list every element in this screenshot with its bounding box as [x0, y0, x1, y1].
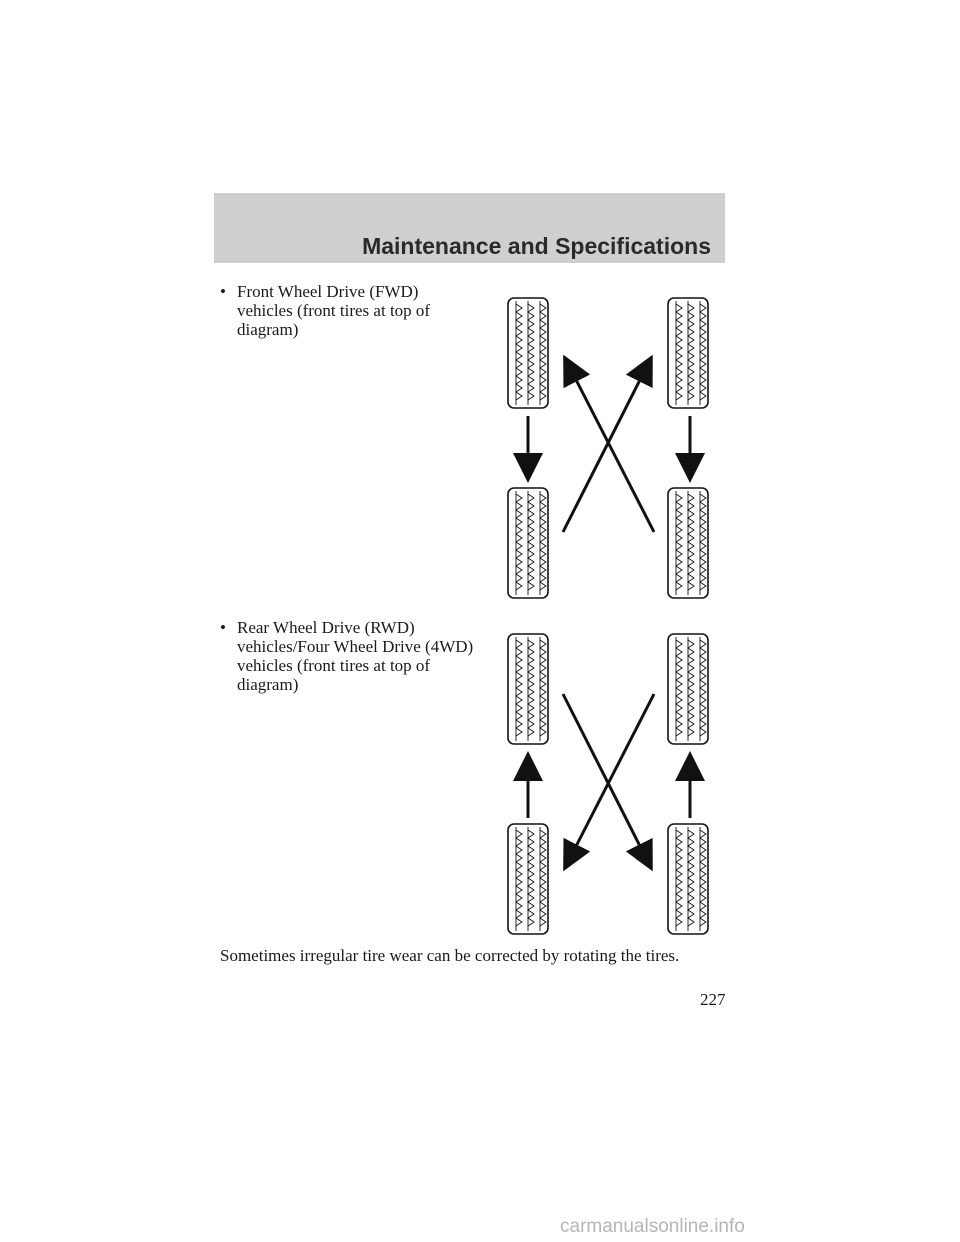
arrow-icon: [563, 693, 656, 872]
watermark[interactable]: carmanualsonline.info: [560, 1216, 745, 1237]
fwd-rotation-diagram: [507, 297, 709, 599]
bullet-line: diagram): [237, 320, 299, 339]
tire-icon: [667, 297, 709, 409]
rwd-4wd-rotation-diagram: [507, 633, 709, 935]
bullet-line: diagram): [237, 675, 299, 694]
tire-icon: [507, 487, 549, 599]
bullet-line: vehicles (front tires at top of: [237, 301, 431, 320]
section-header: Maintenance and Specifications: [214, 193, 725, 263]
arrow-icon: [561, 354, 653, 533]
arrow-icon: [561, 693, 653, 872]
bullet-line: Front Wheel Drive (FWD): [237, 282, 419, 301]
bullet-rwd-4wd: • Rear Wheel Drive (RWD) vehicles/Four W…: [220, 618, 480, 694]
bullet-line: Rear Wheel Drive (RWD): [237, 618, 415, 637]
bullet-fwd: • Front Wheel Drive (FWD) vehicles (fron…: [220, 282, 480, 339]
tire-icon: [507, 297, 549, 409]
tire-icon: [667, 487, 709, 599]
bullet-mark: •: [220, 618, 226, 637]
tire-icon: [507, 823, 549, 935]
bullet-mark: •: [220, 282, 226, 301]
tire-icon: [507, 633, 549, 745]
closing-paragraph: Sometimes irregular tire wear can be cor…: [220, 946, 680, 965]
section-title: Maintenance and Specifications: [362, 233, 711, 259]
bullet-line: vehicles/Four Wheel Drive (4WD): [237, 637, 474, 656]
tire-icon: [667, 633, 709, 745]
bullet-line: vehicles (front tires at top of: [237, 656, 431, 675]
arrow-icon: [563, 354, 656, 533]
page-number: 227: [700, 990, 726, 1009]
tire-icon: [667, 823, 709, 935]
